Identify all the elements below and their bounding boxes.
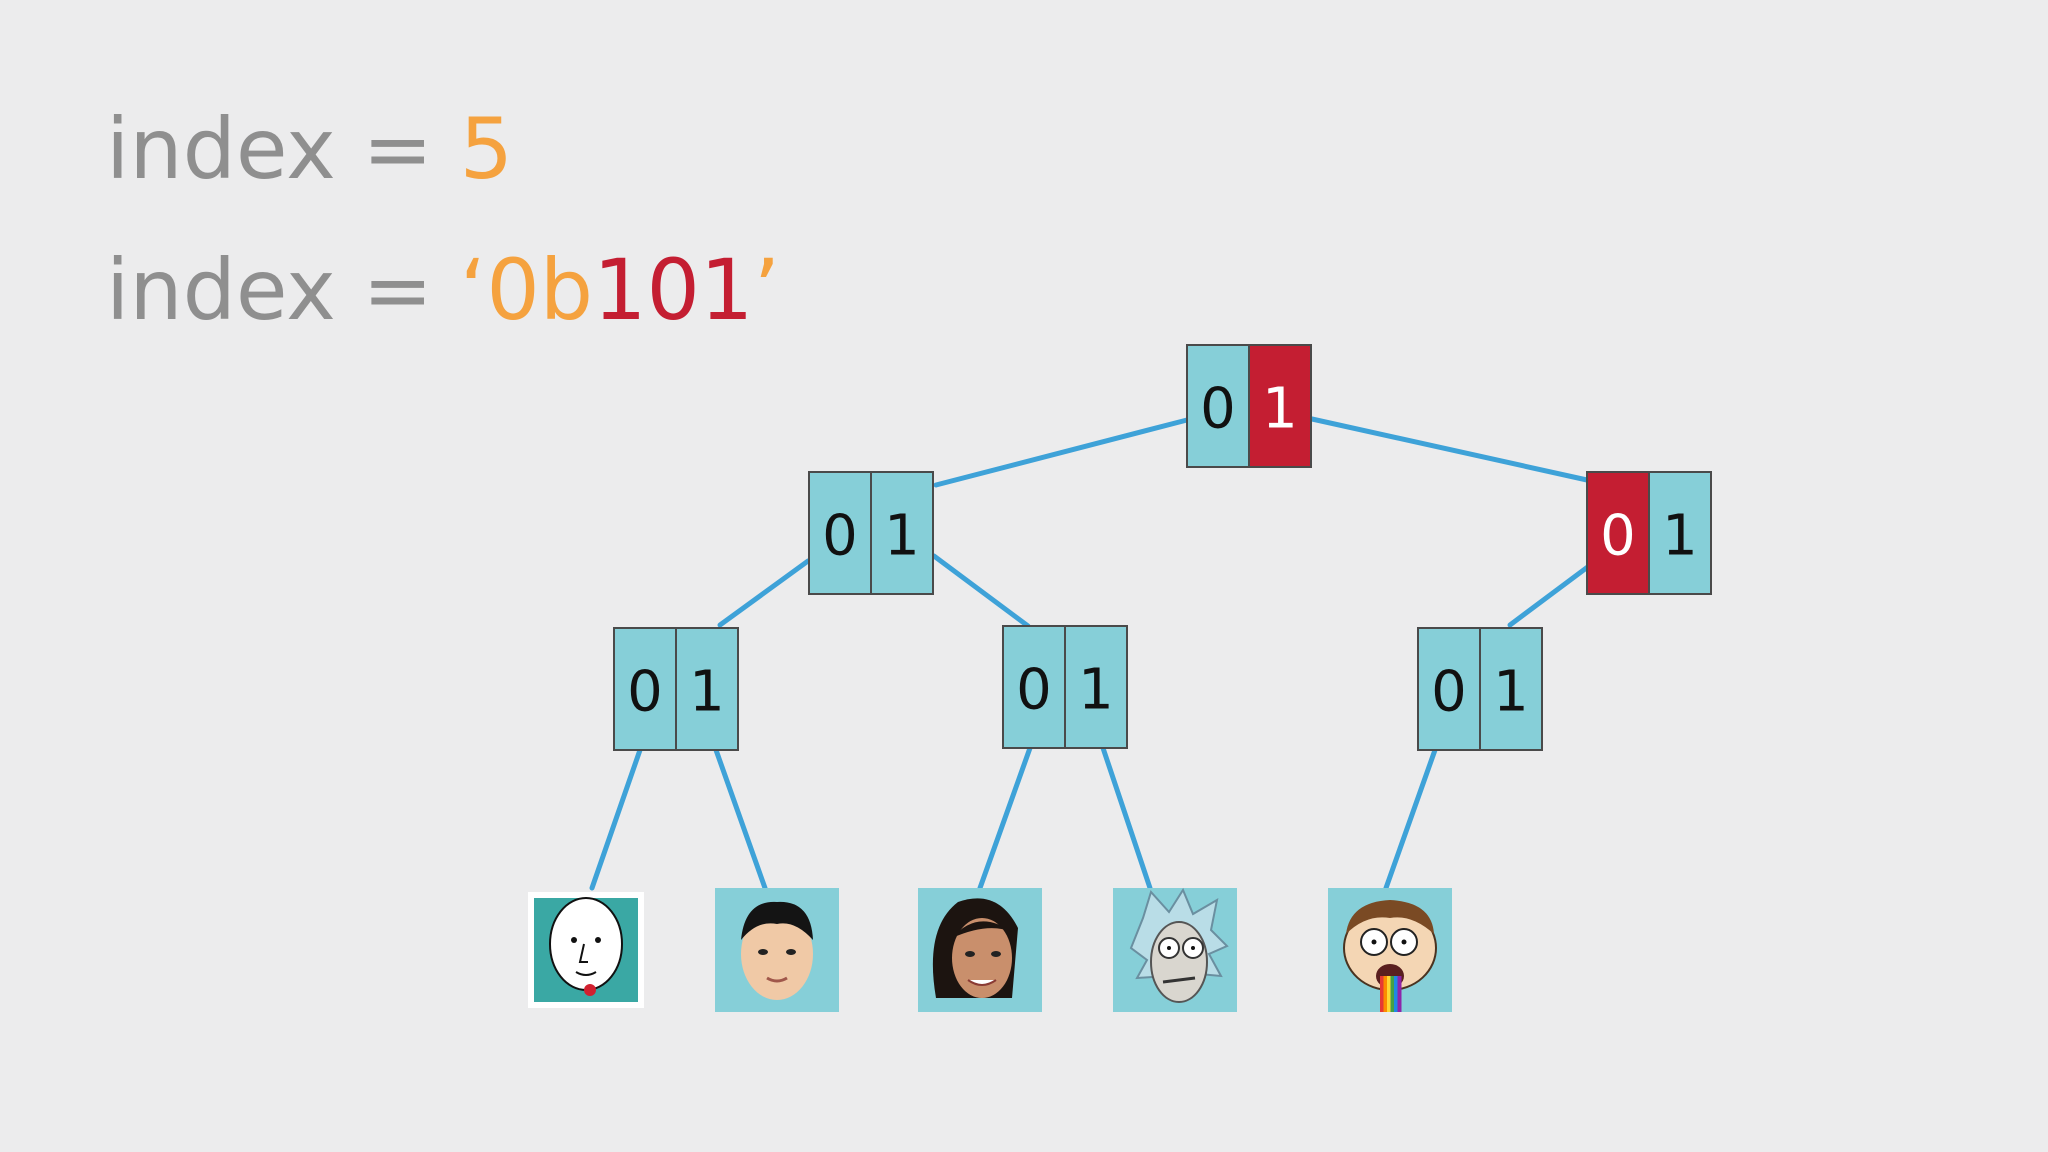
- bit-cell-selected: [1586, 471, 1650, 595]
- bit-cell: [1479, 627, 1543, 751]
- bit-label: 0: [1200, 377, 1236, 442]
- bit-label: 0: [822, 504, 858, 569]
- bit-label: 1: [1493, 660, 1529, 725]
- woman-face-photo-icon: [918, 888, 1042, 1012]
- index-binary-quote-open: ‘: [459, 241, 487, 339]
- bit-cell-selected: [1248, 344, 1312, 468]
- bit-cell: [1417, 627, 1481, 751]
- bit-label: 1: [1078, 658, 1114, 723]
- morty-cartoon-face-icon: [1328, 888, 1452, 1012]
- bit-cell: [675, 627, 739, 751]
- bit-cell: [1648, 471, 1712, 595]
- bit-label: 0: [1431, 660, 1467, 725]
- bit-cell: [870, 471, 934, 595]
- bit-label: 1: [1662, 504, 1698, 569]
- index-decimal-line: index = 5: [106, 107, 513, 191]
- tree-edge: [713, 747, 768, 891]
- tree-edge: [1507, 563, 1592, 628]
- bald-cartoon-face-icon: [528, 892, 644, 1008]
- bit-label: 0: [1600, 504, 1636, 569]
- tree-edge: [931, 553, 1031, 629]
- index-binary-bits: 101: [593, 241, 754, 339]
- tree-edge: [589, 747, 643, 891]
- index-decimal-prefix: index =: [106, 100, 460, 198]
- tree-edge: [1309, 416, 1590, 483]
- bit-label: 1: [1262, 377, 1298, 442]
- bit-label: 1: [689, 660, 725, 725]
- rick-cartoon-face-icon: [1113, 887, 1237, 1012]
- bit-cell: [808, 471, 872, 595]
- tree-edge: [977, 745, 1033, 891]
- bit-label: 1: [884, 504, 920, 569]
- index-binary-prefix: index =: [106, 241, 460, 339]
- index-decimal-value: 5: [459, 100, 514, 198]
- tree-leaves: [528, 887, 1452, 1012]
- tree-edge: [1383, 747, 1438, 891]
- bit-cell: [1186, 344, 1250, 468]
- tree-edge: [717, 558, 811, 628]
- bit-cell: [1064, 625, 1128, 749]
- bit-label: 0: [1016, 658, 1052, 723]
- index-binary-quote-close: ’: [753, 241, 781, 339]
- index-binary-line: index = ‘0b101’: [106, 248, 780, 332]
- tree-edge: [933, 417, 1190, 488]
- tree-edge: [1100, 745, 1153, 891]
- person-face-photo-icon: [715, 888, 839, 1012]
- bit-cell: [1002, 625, 1066, 749]
- bit-label: 0: [627, 660, 663, 725]
- index-binary-literal-prefix: 0b: [486, 241, 594, 339]
- tree-edges: [589, 416, 1592, 891]
- bit-cell: [613, 627, 677, 751]
